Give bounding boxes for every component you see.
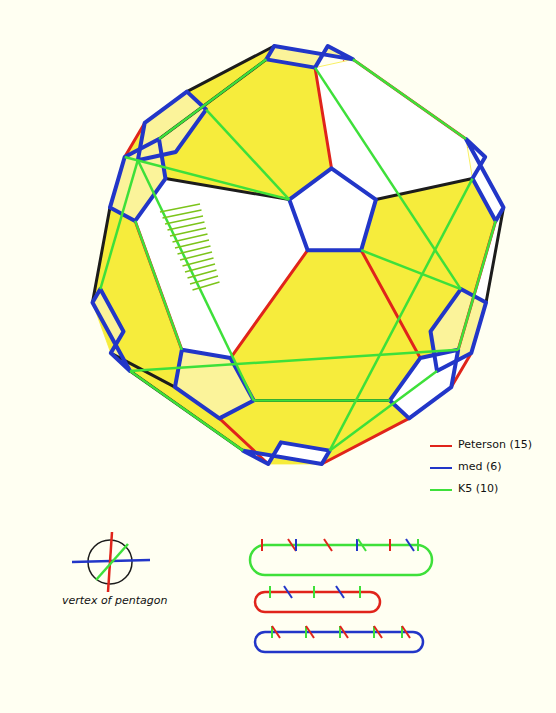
k5-edge [138, 160, 254, 400]
k5-edge [135, 221, 182, 350]
hatch-stroke [188, 270, 217, 278]
face [219, 400, 409, 464]
legend-line-sample [430, 445, 452, 447]
crossing-tick [324, 539, 332, 551]
pentagon-fill [175, 350, 254, 419]
cycle-loop [255, 592, 380, 612]
k5-edge [206, 110, 289, 200]
crossing-tick [272, 626, 280, 638]
edge [219, 418, 268, 464]
pentagon-fill [110, 139, 166, 221]
legend-line-sample [430, 467, 452, 469]
edge [361, 250, 420, 358]
pentagon [243, 442, 330, 464]
pentagon [110, 139, 166, 221]
legend-text: Peterson (15) [458, 438, 532, 451]
edge [353, 59, 466, 139]
k5-edge [125, 157, 290, 200]
green-stroke [96, 544, 128, 580]
hatch-stroke [190, 276, 218, 284]
pentagon [175, 350, 254, 419]
hatched-triangle [160, 204, 220, 290]
hatch-stroke [173, 234, 208, 242]
edge [315, 68, 331, 169]
polyhedron [92, 46, 503, 464]
k5-edge [100, 160, 138, 289]
pentagon [266, 46, 353, 68]
note-label: vertex of pentagon [62, 594, 167, 607]
k5-edge [159, 59, 266, 139]
legend-text: med (6) [458, 460, 502, 473]
legend-text: K5 (10) [458, 482, 498, 495]
k5-edge [315, 68, 461, 289]
cycle-loop [250, 545, 432, 575]
pentagon-fill [92, 289, 130, 371]
k5-edge [330, 371, 437, 451]
crossing-tick [336, 586, 344, 598]
k5-edge [254, 399, 390, 402]
edge [230, 250, 307, 358]
crossing-tick [359, 586, 361, 598]
pentagon [138, 92, 206, 161]
hatch-stroke [183, 258, 214, 266]
k5-edge [130, 371, 243, 451]
label-holder: vertex of pentagon [62, 590, 167, 608]
pentagon [92, 289, 130, 371]
edge [165, 179, 289, 200]
crossing-tick [284, 586, 292, 598]
hatch-stroke [178, 246, 211, 254]
crossing-tick [374, 626, 382, 638]
crossing-tick [295, 539, 297, 551]
pentagon-fill [266, 46, 353, 68]
k5-edge [130, 350, 458, 371]
crossing-tick [313, 586, 315, 598]
crossing-tick [406, 539, 414, 551]
hatch-stroke [170, 228, 206, 236]
k5-edge [458, 221, 496, 350]
k5-edge [330, 179, 473, 451]
legend-line-sample [430, 489, 452, 491]
hatch-stroke [185, 264, 215, 272]
crossing-tick [389, 539, 391, 551]
cycle-loops [250, 539, 432, 652]
crossing-tick [306, 626, 314, 638]
crossing-tick [402, 626, 410, 638]
k5-edge [353, 59, 466, 139]
pentagon [289, 168, 376, 250]
edge [130, 371, 243, 451]
pentagon-fill [390, 350, 458, 419]
crossing-tick [356, 539, 358, 551]
vertex-symbol [72, 532, 150, 592]
crossing-tick [261, 539, 263, 551]
hatch-stroke [193, 282, 220, 290]
crossing-tick [340, 626, 348, 638]
edge [135, 221, 182, 350]
crossing-tick [417, 539, 419, 551]
crossing-tick [288, 539, 296, 551]
pentagon-fill [289, 168, 376, 250]
hatch-stroke [175, 240, 209, 248]
pentagon-fill [243, 442, 330, 464]
crossing-tick [358, 539, 366, 551]
edge [254, 399, 390, 402]
pentagon [390, 350, 458, 419]
hatch-stroke [180, 252, 212, 260]
crossing-tick [269, 586, 271, 598]
k5-edge [361, 250, 461, 289]
